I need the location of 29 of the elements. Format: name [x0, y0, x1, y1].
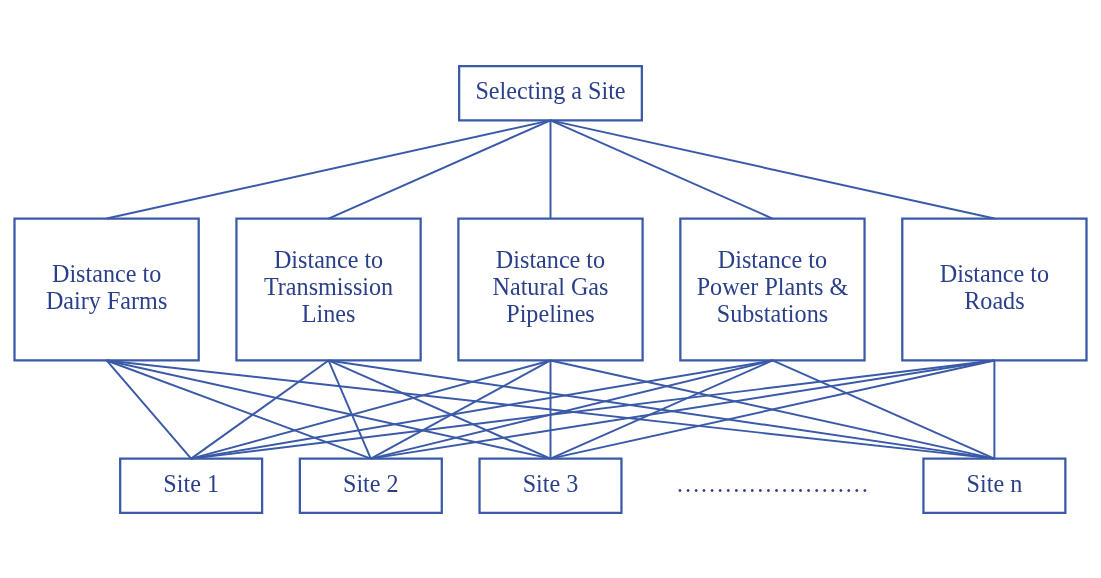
connector [190, 358, 330, 460]
connector [549, 118, 552, 219]
connector [549, 118, 996, 219]
connector [993, 358, 996, 460]
connector [105, 118, 552, 219]
connector [549, 118, 774, 219]
node-box: Selecting a Site [458, 64, 643, 121]
node-box: Distance to Transmission Lines [235, 216, 422, 362]
node-box: Distance to Roads [901, 216, 1088, 362]
connector [105, 358, 193, 460]
node-box: Distance to Dairy Farms [13, 216, 200, 362]
connector [549, 358, 552, 460]
connector [105, 358, 552, 460]
connector [327, 118, 552, 219]
node-box: Site 1 [119, 457, 264, 514]
connector [549, 358, 774, 460]
label: …………………… [675, 469, 870, 497]
connector [327, 358, 372, 460]
connector [771, 358, 996, 460]
node-box: Site n [922, 457, 1067, 514]
connector [105, 358, 372, 460]
node-box: Distance to Natural Gas Pipelines [457, 216, 644, 362]
connector [549, 358, 996, 460]
node-box: Site 2 [298, 457, 443, 514]
connector [190, 358, 774, 460]
connector [327, 358, 552, 460]
connector [190, 358, 552, 460]
node-box: Distance to Power Plants & Substations [679, 216, 866, 362]
node-box: Site 3 [478, 457, 623, 514]
